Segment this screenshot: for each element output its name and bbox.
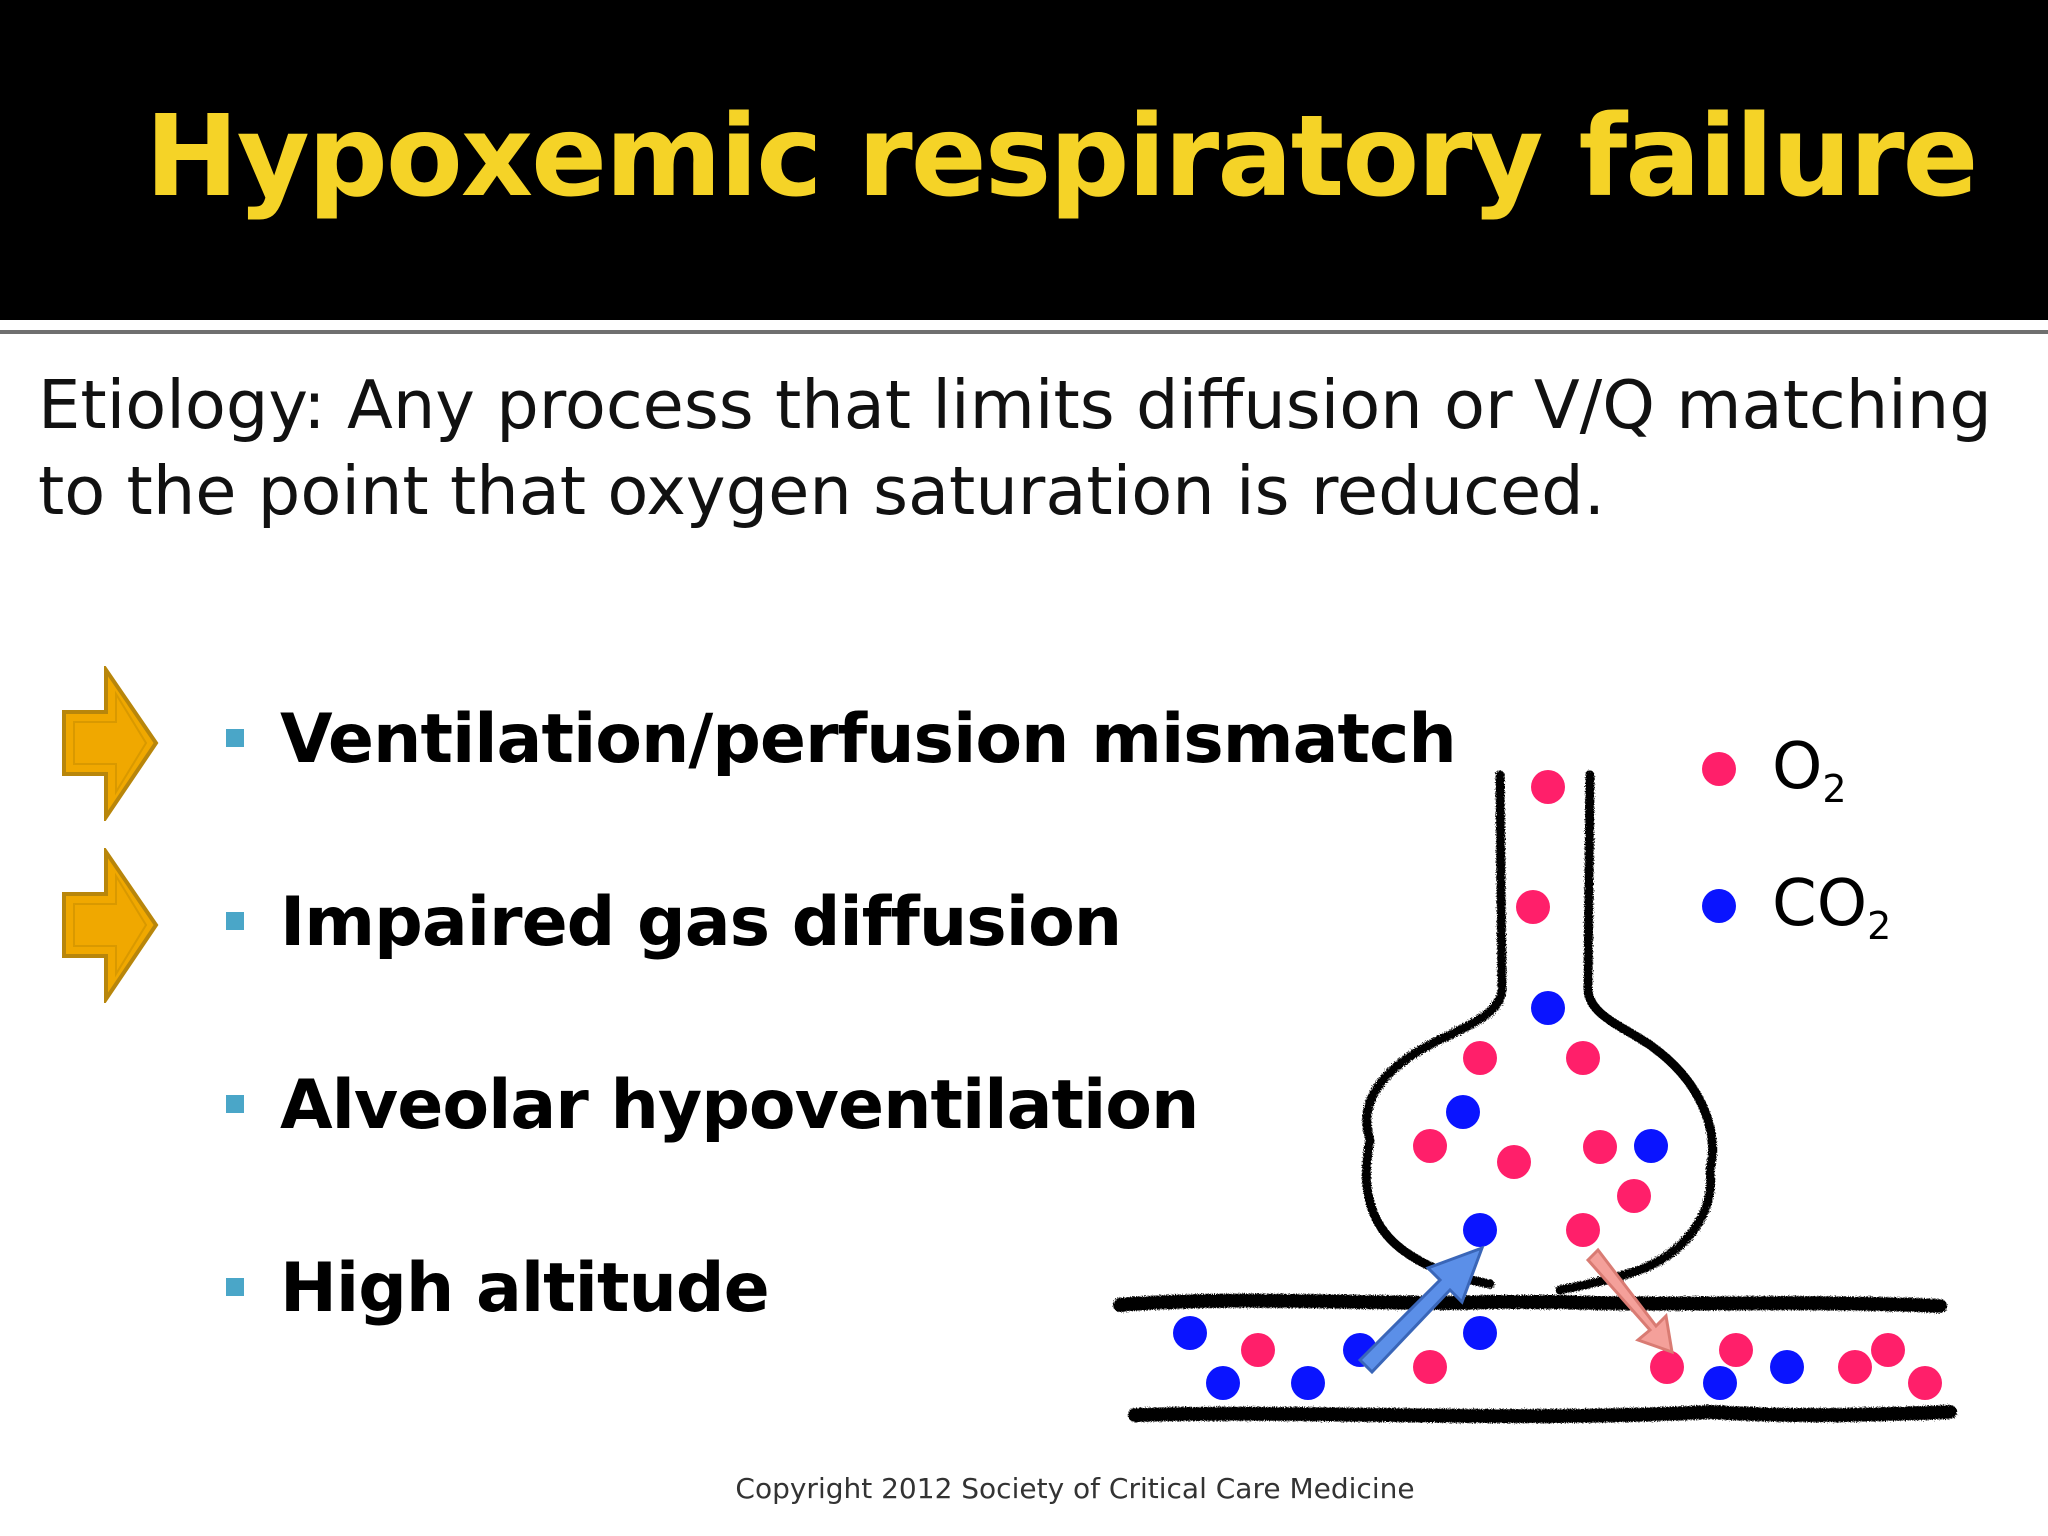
etiology-text: Etiology: Any process that limits diffus… — [38, 362, 2018, 534]
co2-molecule — [1463, 1213, 1497, 1247]
cause-item-vq-mismatch: Ventilation/perfusion mismatch — [280, 700, 1457, 779]
highlight-arrow-icon — [62, 666, 159, 821]
cause-item-high-altitude: High altitude — [280, 1249, 770, 1328]
bullet-marker — [226, 1278, 244, 1296]
co2-molecule — [1446, 1095, 1480, 1129]
o2-legend-dot — [1702, 752, 1736, 786]
co2-molecule — [1770, 1350, 1804, 1384]
co2-molecule — [1634, 1129, 1668, 1163]
o2-molecule — [1413, 1129, 1447, 1163]
co2-molecule — [1463, 1316, 1497, 1350]
o2-molecule — [1719, 1333, 1753, 1367]
etiology-line-1: Etiology: Any process that limits diffus… — [38, 366, 1992, 444]
bullet-marker — [226, 1095, 244, 1113]
o2-molecule — [1497, 1145, 1531, 1179]
co2-legend-label: CO2 — [1772, 867, 1892, 948]
highlight-arrow-icon — [62, 848, 159, 1003]
co2-molecule — [1531, 991, 1565, 1025]
co2-molecule — [1703, 1366, 1737, 1400]
o2-molecule — [1516, 890, 1550, 924]
o2-molecule — [1617, 1179, 1651, 1213]
o2-molecule — [1463, 1041, 1497, 1075]
co2-diffusion-arrow — [1357, 1245, 1485, 1375]
alveolus-capillary-diagram — [1113, 770, 1957, 1424]
o2-legend-label: O2 — [1772, 730, 1847, 811]
alveolus-outline — [1113, 770, 1957, 1424]
o2-molecule — [1908, 1366, 1942, 1400]
o2-molecule — [1838, 1350, 1872, 1384]
o2-molecule — [1583, 1130, 1617, 1164]
title-divider-shadow — [0, 330, 2048, 334]
slide-title: Hypoxemic respiratory failure — [145, 92, 1979, 222]
bullet-marker — [226, 912, 244, 930]
o2-molecule — [1241, 1333, 1275, 1367]
copyright-notice: Copyright 2012 Society of Critical Care … — [735, 1472, 1415, 1505]
o2-molecule — [1566, 1213, 1600, 1247]
etiology-line-2: to the point that oxygen saturation is r… — [38, 452, 1606, 530]
o2-molecules — [1241, 770, 1942, 1400]
co2-molecule — [1206, 1366, 1240, 1400]
o2-molecule — [1413, 1350, 1447, 1384]
co2-molecule — [1291, 1366, 1325, 1400]
o2-diffusion-arrow — [1585, 1247, 1674, 1355]
co2-molecule — [1173, 1316, 1207, 1350]
bullet-marker — [226, 729, 244, 747]
o2-molecule — [1871, 1333, 1905, 1367]
title-bar: Hypoxemic respiratory failure — [0, 0, 2048, 320]
co2-molecules — [1173, 991, 1804, 1400]
co2-legend-dot — [1702, 889, 1736, 923]
o2-molecule — [1566, 1041, 1600, 1075]
o2-molecule — [1531, 770, 1565, 804]
cause-item-hypoventilation: Alveolar hypoventilation — [280, 1066, 1199, 1145]
o2-molecule — [1650, 1350, 1684, 1384]
cause-item-gas-diffusion: Impaired gas diffusion — [280, 883, 1122, 962]
title-divider — [0, 320, 2048, 326]
